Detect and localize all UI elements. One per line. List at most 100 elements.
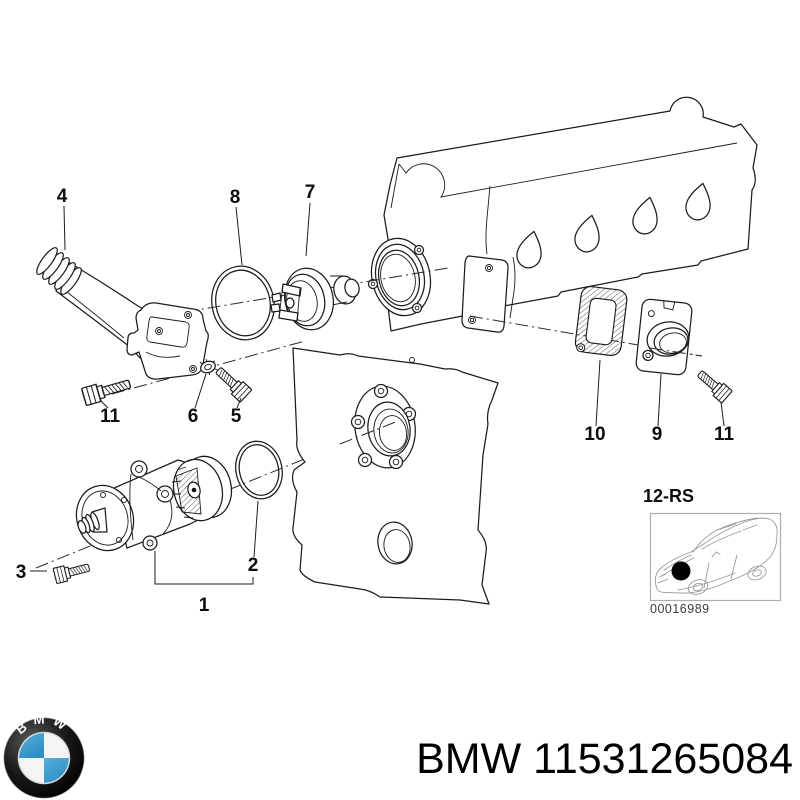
casting-line xyxy=(145,351,181,358)
thermostat-bridge xyxy=(270,283,302,322)
cover-hole xyxy=(409,357,415,363)
pump-rear-drum xyxy=(171,455,233,522)
washer-outer xyxy=(200,360,216,374)
leader-9 xyxy=(657,373,662,427)
callout-11-left: 11 xyxy=(100,406,121,427)
bmw-roundel-icon: BMW xyxy=(3,716,85,799)
callout-5: 5 xyxy=(231,406,242,427)
washer-crinkle xyxy=(199,358,218,376)
callout-10: 10 xyxy=(584,424,605,445)
elbow-flange xyxy=(126,302,209,380)
variant-thumbnail-frame xyxy=(649,512,782,602)
bolt-part5 xyxy=(211,363,253,403)
opening-inner xyxy=(383,529,411,563)
callout-6: 6 xyxy=(188,406,199,427)
washer-part6 xyxy=(199,358,218,376)
flange-boss xyxy=(146,316,190,348)
leader-7 xyxy=(305,202,311,257)
bolt-part11-right xyxy=(693,366,733,404)
callout-labels: 4 8 7 11 6 5 10 9 11 3 2 1 xyxy=(16,182,735,616)
roundel-quarter-blue-br xyxy=(44,758,69,783)
teardrop-hole xyxy=(516,230,542,269)
car-front-wheel xyxy=(687,579,709,595)
leader-4 xyxy=(63,205,66,251)
gasket-face-outline xyxy=(461,255,509,333)
car-front-detail xyxy=(657,573,669,584)
ear-hole xyxy=(416,247,422,253)
bolt-hole xyxy=(155,327,163,335)
leader-5 xyxy=(236,397,242,409)
ear-hole xyxy=(161,490,169,498)
hose-ribs xyxy=(36,247,82,295)
o-ring-part8 xyxy=(211,265,275,341)
bolt-hole xyxy=(189,365,197,373)
hub-center xyxy=(191,487,197,493)
variant-code-label: 12-RS xyxy=(643,486,694,506)
o-ring-inner xyxy=(238,444,280,496)
pump-mount-flange xyxy=(350,383,417,470)
callout-4: 4 xyxy=(57,186,68,207)
bmw-logo: BMW xyxy=(2,716,86,800)
flange-bolt-hole xyxy=(642,349,654,362)
head-water-port xyxy=(367,237,432,317)
callout-8: 8 xyxy=(230,187,241,208)
port-mid xyxy=(653,327,689,355)
callout-7: 7 xyxy=(305,182,316,203)
gasket-hole xyxy=(576,343,586,353)
ear-hole xyxy=(414,305,420,311)
variant-box: 12-RS 00016989 xyxy=(643,486,782,616)
head-right-step xyxy=(509,256,516,319)
cover-lower-opening xyxy=(377,521,413,565)
ear-hole xyxy=(370,281,376,287)
flange-bore-mid xyxy=(373,408,409,454)
ear-hole xyxy=(377,387,385,395)
bolt-hole xyxy=(485,264,493,272)
car-rear-wheel xyxy=(747,565,767,581)
callout-3: 3 xyxy=(16,562,27,583)
o-ring-inner xyxy=(215,269,271,337)
gasket-window xyxy=(585,297,617,346)
car-side-glass xyxy=(701,524,758,550)
part-number-text: BMW 11531265084 xyxy=(416,735,793,783)
disc-hole xyxy=(99,491,107,499)
teardrop-hole xyxy=(574,214,600,253)
pump-bracket-arm xyxy=(129,473,173,541)
callout-2: 2 xyxy=(248,555,259,576)
leader-11-left xyxy=(99,399,109,409)
pump-axis-overlay xyxy=(339,420,399,445)
bracket-1 xyxy=(154,551,254,585)
bolt-hole xyxy=(184,311,192,319)
head-front-step xyxy=(485,185,491,255)
port-inner xyxy=(659,332,687,354)
cylinder-head-outline xyxy=(383,96,758,332)
port-bolt-ears xyxy=(367,244,425,314)
pipe-inner-line xyxy=(61,287,125,339)
water-flange-part9 xyxy=(635,298,703,376)
head-left-end-edge xyxy=(390,163,400,209)
ear xyxy=(388,454,404,470)
gasket-part10 xyxy=(574,285,628,357)
washer-hole xyxy=(204,363,212,371)
bolt-hole xyxy=(191,367,195,371)
disc-hole xyxy=(115,536,123,544)
bolt-hole xyxy=(486,265,492,271)
rib xyxy=(36,247,58,275)
teardrop-hole xyxy=(685,182,711,221)
bridge-pin xyxy=(285,297,295,309)
ear xyxy=(142,535,158,551)
car-front-wheel-hub xyxy=(692,582,704,592)
diagram-canvas: 4 8 7 11 6 5 10 9 11 3 2 1 12-RS xyxy=(16,96,782,616)
ear xyxy=(367,278,379,290)
leader-11-right xyxy=(720,401,725,427)
leader-2 xyxy=(253,500,259,558)
timing-cover-outline xyxy=(291,347,499,605)
bolt-hole xyxy=(186,313,190,317)
bridge-foot xyxy=(271,292,282,303)
ear xyxy=(413,244,425,256)
callout-1: 1 xyxy=(199,595,210,616)
thermostat-part7 xyxy=(270,267,360,331)
stub-link xyxy=(330,275,348,306)
car-body-outline xyxy=(654,517,778,594)
ear xyxy=(130,460,148,478)
flange-axis-overlay xyxy=(649,347,703,357)
